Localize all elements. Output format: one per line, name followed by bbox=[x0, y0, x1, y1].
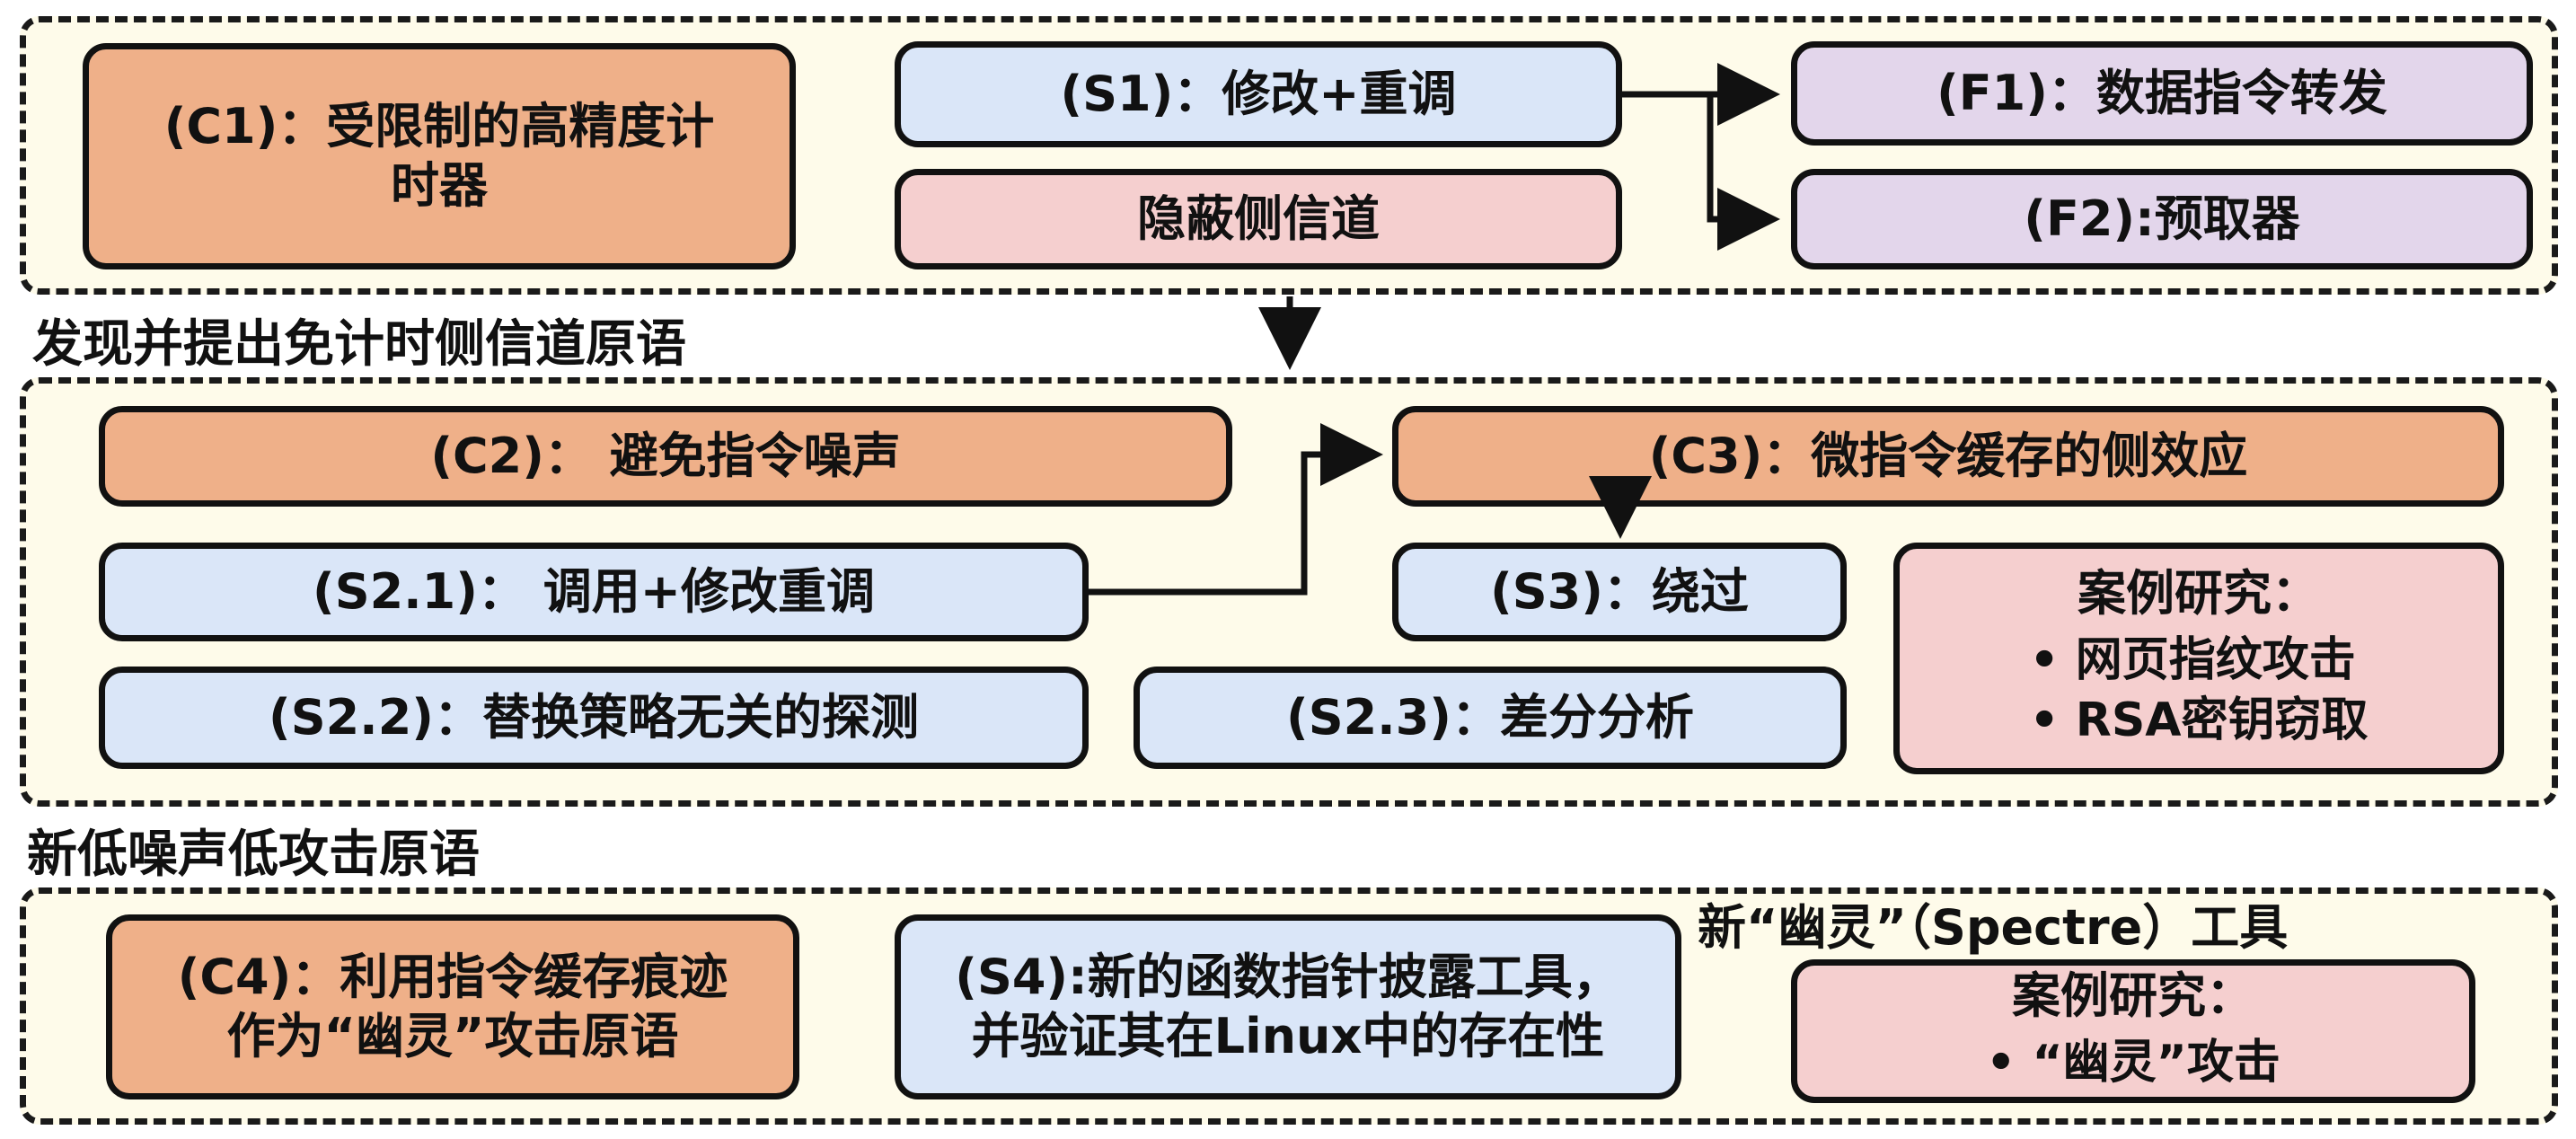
case-study-2-item: “幽灵”攻击 bbox=[1986, 1035, 2280, 1091]
case-study-1-list: 网页指纹攻击 RSA密钥窃取 bbox=[2029, 629, 2369, 754]
covert-channel-label: 隐蔽侧信道 bbox=[1137, 190, 1380, 248]
arrow-s1-to-f2 bbox=[1707, 94, 1780, 251]
c2-label: (C2)： 避免指令噪声 bbox=[430, 428, 901, 485]
region2-caption: 新低噪声低攻击原语 bbox=[27, 826, 480, 884]
c4-line1: (C4)：利用指令缓存痕迹 bbox=[177, 949, 728, 1006]
f2-box: (F2):预取器 bbox=[1791, 169, 2533, 269]
s23-box: (S2.3)：差分分析 bbox=[1134, 667, 1847, 769]
s1-label: (S1)：修改+重调 bbox=[1060, 66, 1457, 123]
case-study-2-title: 案例研究： bbox=[2012, 967, 2254, 1025]
s22-label: (S2.2)：替换策略无关的探测 bbox=[269, 689, 919, 746]
c2-box: (C2)： 避免指令噪声 bbox=[99, 406, 1232, 507]
s4-box: (S4):新的函数指针披露工具， 并验证其在Linux中的存在性 bbox=[895, 914, 1681, 1099]
s3-box: (S3)：绕过 bbox=[1392, 543, 1847, 641]
c3-label: (C3)：微指令缓存的侧效应 bbox=[1648, 428, 2248, 485]
case-study-2-box: 案例研究： “幽灵”攻击 bbox=[1791, 959, 2475, 1103]
case-study-1-item: 网页指纹攻击 bbox=[2029, 632, 2368, 689]
s22-box: (S2.2)：替换策略无关的探测 bbox=[99, 667, 1089, 769]
s21-box: (S2.1)： 调用+修改重调 bbox=[99, 543, 1089, 641]
c1-box: (C1)：受限制的高精度计 时器 bbox=[83, 43, 796, 269]
c3-box: (C3)：微指令缓存的侧效应 bbox=[1392, 406, 2504, 507]
c4-box: (C4)：利用指令缓存痕迹 作为“幽灵”攻击原语 bbox=[106, 914, 799, 1099]
region3-caption: 新“幽灵”（Spectre）工具 bbox=[1698, 899, 2289, 956]
c1-line1: (C1)：受限制的高精度计 bbox=[163, 98, 715, 155]
s1-box: (S1)：修改+重调 bbox=[895, 41, 1622, 147]
s4-line1: (S4):新的函数指针披露工具， bbox=[955, 949, 1621, 1006]
f1-label: (F1)：数据指令转发 bbox=[1936, 65, 2387, 122]
case-study-1-box: 案例研究： 网页指纹攻击 RSA密钥窃取 bbox=[1893, 543, 2504, 774]
arrow-s21-to-c3 bbox=[1089, 423, 1383, 596]
c4-line2: 作为“幽灵”攻击原语 bbox=[226, 1008, 679, 1064]
s21-label: (S2.1)： 调用+修改重调 bbox=[313, 563, 875, 621]
case-study-1-title: 案例研究： bbox=[2078, 564, 2320, 622]
s3-label: (S3)：绕过 bbox=[1490, 563, 1749, 621]
case-study-2-list: “幽灵”攻击 bbox=[1986, 1031, 2280, 1095]
region1-caption: 发现并提出免计时侧信道原语 bbox=[32, 315, 686, 374]
c1-line2: 时器 bbox=[391, 157, 488, 214]
f2-label: (F2):预取器 bbox=[2024, 190, 2300, 248]
case-study-1-item: RSA密钥窃取 bbox=[2029, 693, 2369, 749]
f1-box: (F1)：数据指令转发 bbox=[1791, 41, 2533, 146]
covert-channel-box: 隐蔽侧信道 bbox=[895, 169, 1622, 269]
s23-label: (S2.3)：差分分析 bbox=[1286, 689, 1694, 746]
s4-line2: 并验证其在Linux中的存在性 bbox=[971, 1008, 1605, 1064]
